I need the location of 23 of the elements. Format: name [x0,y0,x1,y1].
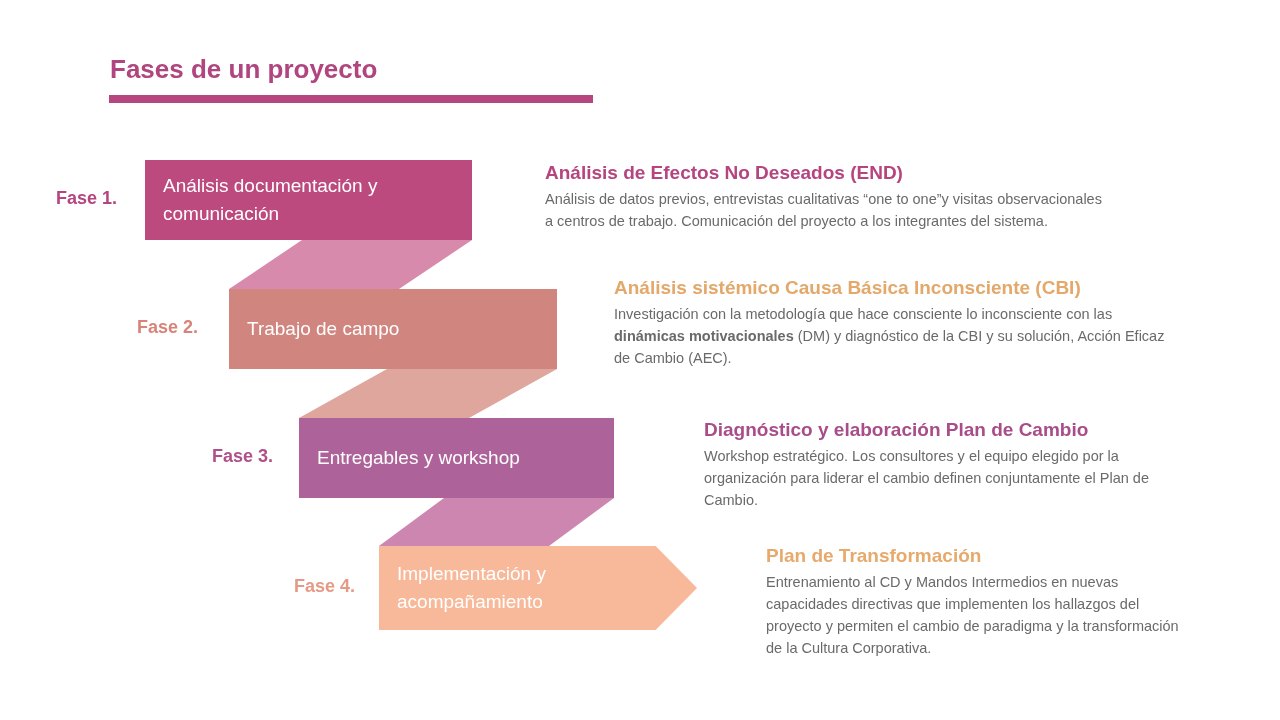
description-text: Entrenamiento al CD y Mandos Intermedios en nuevas capacidades directivas que implementen los hallazgos del proyecto y permiten el cambio de paradigma y la transformación de la Cultura Corporativa. [766,573,1180,658]
process-box [299,418,614,498]
box-label: Implementación y acompañamiento [397,562,547,614]
description-text: Análisis de datos previos, entrevistas cualitativas “one to one”y visitas observacionales a centros de trabajo. Comunicación del proyecto a los integrantes del sistema. [545,190,1103,231]
phase-label: Fase 2. [137,317,199,338]
section-heading: Diagnóstico y elaboración Plan de Cambio [704,419,1089,441]
description-text: Investigación con la metodología que hace consciente lo inconsciente con las dinámicas motivacionales (DM) y diagnóstico de la CBI y su solución, Acción Eficaz de Cambio (AEC). [614,305,1166,368]
box-label: Análisis documentación y comunicación [163,174,379,226]
phase-label: Fase 1. [56,188,118,209]
phase-label: Fase 4. [294,576,356,597]
connector-band [299,369,557,418]
title: Fases de un proyecto [110,54,378,85]
section-heading: Análisis sistémico Causa Básica Inconsciente (CBI) [614,277,1081,299]
process-box [229,289,557,369]
section-heading: Plan de Transformación [766,545,982,567]
process-box [145,160,472,240]
phase-label: Fase 3. [212,446,274,467]
section-heading: Análisis de Efectos No Deseados (END) [545,162,903,184]
box-label: Entregables y workshop [317,446,520,470]
connector-band [229,240,472,289]
description-text: Workshop estratégico. Los consultores y el equipo elegido por la organización para liderar el cambio definen conjuntamente el Plan de Cambio. [704,447,1150,510]
connector-band [379,498,614,546]
box-label: Trabajo de campo [247,317,400,341]
